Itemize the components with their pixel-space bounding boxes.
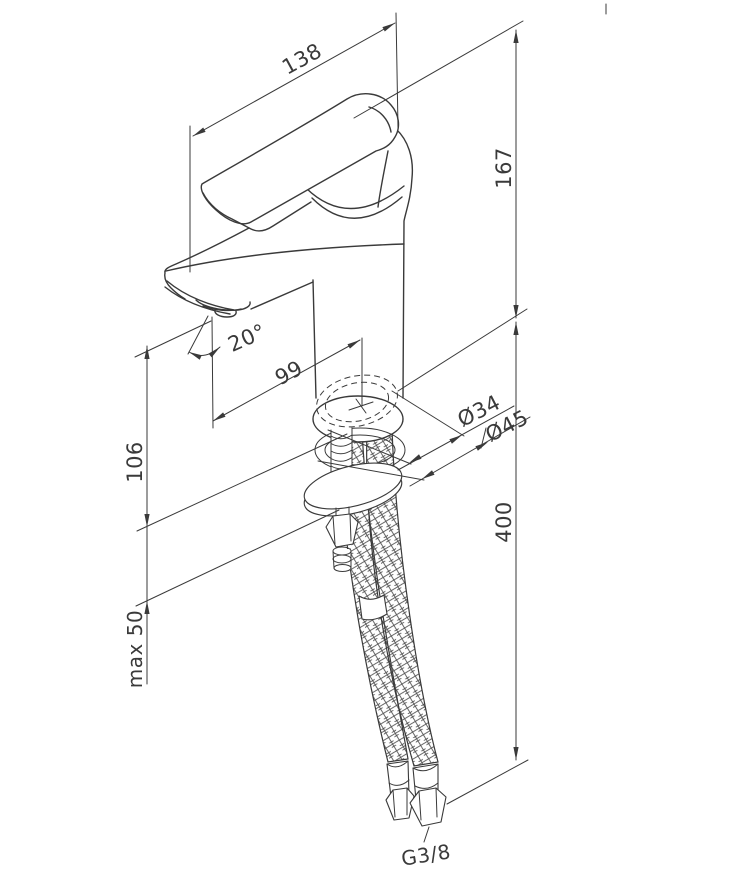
dim-line-138: [192, 22, 396, 137]
ext-line-top-plane: [353, 20, 524, 119]
dim-label-hose-length: 400: [492, 501, 516, 543]
lever-handle-top-face: [200, 93, 400, 225]
hidden-base-outline-inner: [324, 381, 390, 423]
arrow-dia45-right: [475, 442, 488, 451]
mounting-hardware: [303, 374, 406, 573]
mounting-hex-nut: [325, 513, 359, 548]
ext-line-138-right: [395, 12, 399, 129]
handle-opening-upper-arc: [305, 185, 405, 210]
arrow-99-right: [347, 340, 360, 349]
arrow-99-left: [213, 412, 226, 421]
faucet-body: [164, 93, 414, 399]
aerator-outlet-nub: [214, 309, 237, 318]
arrow-arc-left: [189, 352, 202, 360]
aerator-inner-rim: [202, 305, 242, 312]
stud-tip-end: [333, 563, 352, 573]
ext-line-dia34-b: [327, 429, 412, 465]
arrow-167-bottom: [513, 305, 519, 318]
dim-label-spout-width: 138: [278, 39, 326, 80]
dim-label-spout-angle: 20°: [224, 319, 269, 357]
arrow-dia45-left: [422, 470, 435, 479]
stud-tip-sides: [332, 550, 352, 569]
ext-line-mount-plane-left: [136, 433, 348, 532]
dim-label-spout-reach: 99: [271, 356, 307, 390]
dim-line-99: [212, 339, 361, 422]
ext-line-hose-end: [446, 759, 529, 805]
hose-ferrule-band: [358, 594, 388, 621]
arrow-400-top: [513, 322, 519, 335]
thread-leader-line: [423, 826, 430, 843]
arrow-max50: [144, 601, 150, 614]
lever-side-thickness: [202, 192, 312, 232]
body-left-edge: [312, 279, 317, 399]
arrow-dia34-left: [409, 454, 422, 463]
spout-shoulder-edge: [165, 243, 405, 272]
right-hex-nut-facets: [418, 787, 438, 821]
handle-opening-lower-arc: [311, 196, 403, 219]
center-cross-mark: [348, 398, 374, 414]
left-hex-nut-facets: [392, 787, 408, 818]
arrow-arc-right: [208, 347, 220, 358]
ext-line-mount-plane-right: [397, 308, 528, 392]
ext-line-deck-bottom: [135, 509, 340, 607]
arrow-106-bottom: [144, 514, 150, 527]
arrow-138-left: [193, 127, 206, 136]
hose-fittings: [385, 760, 447, 843]
arrow-138-right: [382, 23, 395, 32]
dim-label-max-deck: max 50: [123, 610, 147, 688]
left-collar-rings: [386, 760, 410, 786]
ext-line-dia34: [391, 390, 465, 437]
body-bottom-front-edge: [250, 281, 314, 310]
dim-label-thread: G3/8: [400, 839, 453, 870]
right-collar-rings: [412, 763, 439, 789]
housing-contour-line: [377, 150, 389, 208]
angle-reference-tilted: [187, 315, 209, 355]
arrow-400-bottom: [513, 747, 519, 760]
dim-label-spout-height: 106: [123, 441, 147, 483]
hidden-base-outline-outer: [316, 374, 398, 428]
arrow-106-top: [144, 346, 150, 359]
spout-left-silhouette: [164, 227, 250, 300]
mounting-nut-facets: [332, 513, 352, 545]
ext-line-dia45-b: [317, 460, 425, 481]
dim-label-total-height: 167: [492, 147, 516, 189]
arrow-dia34-right: [449, 435, 462, 444]
body-right-edge: [395, 128, 414, 399]
spout-tip-chamfer-arcs: [164, 280, 235, 315]
angle-reference-vertical: [211, 316, 214, 429]
hose-right: [366, 427, 439, 767]
arrow-167-top: [513, 30, 519, 43]
